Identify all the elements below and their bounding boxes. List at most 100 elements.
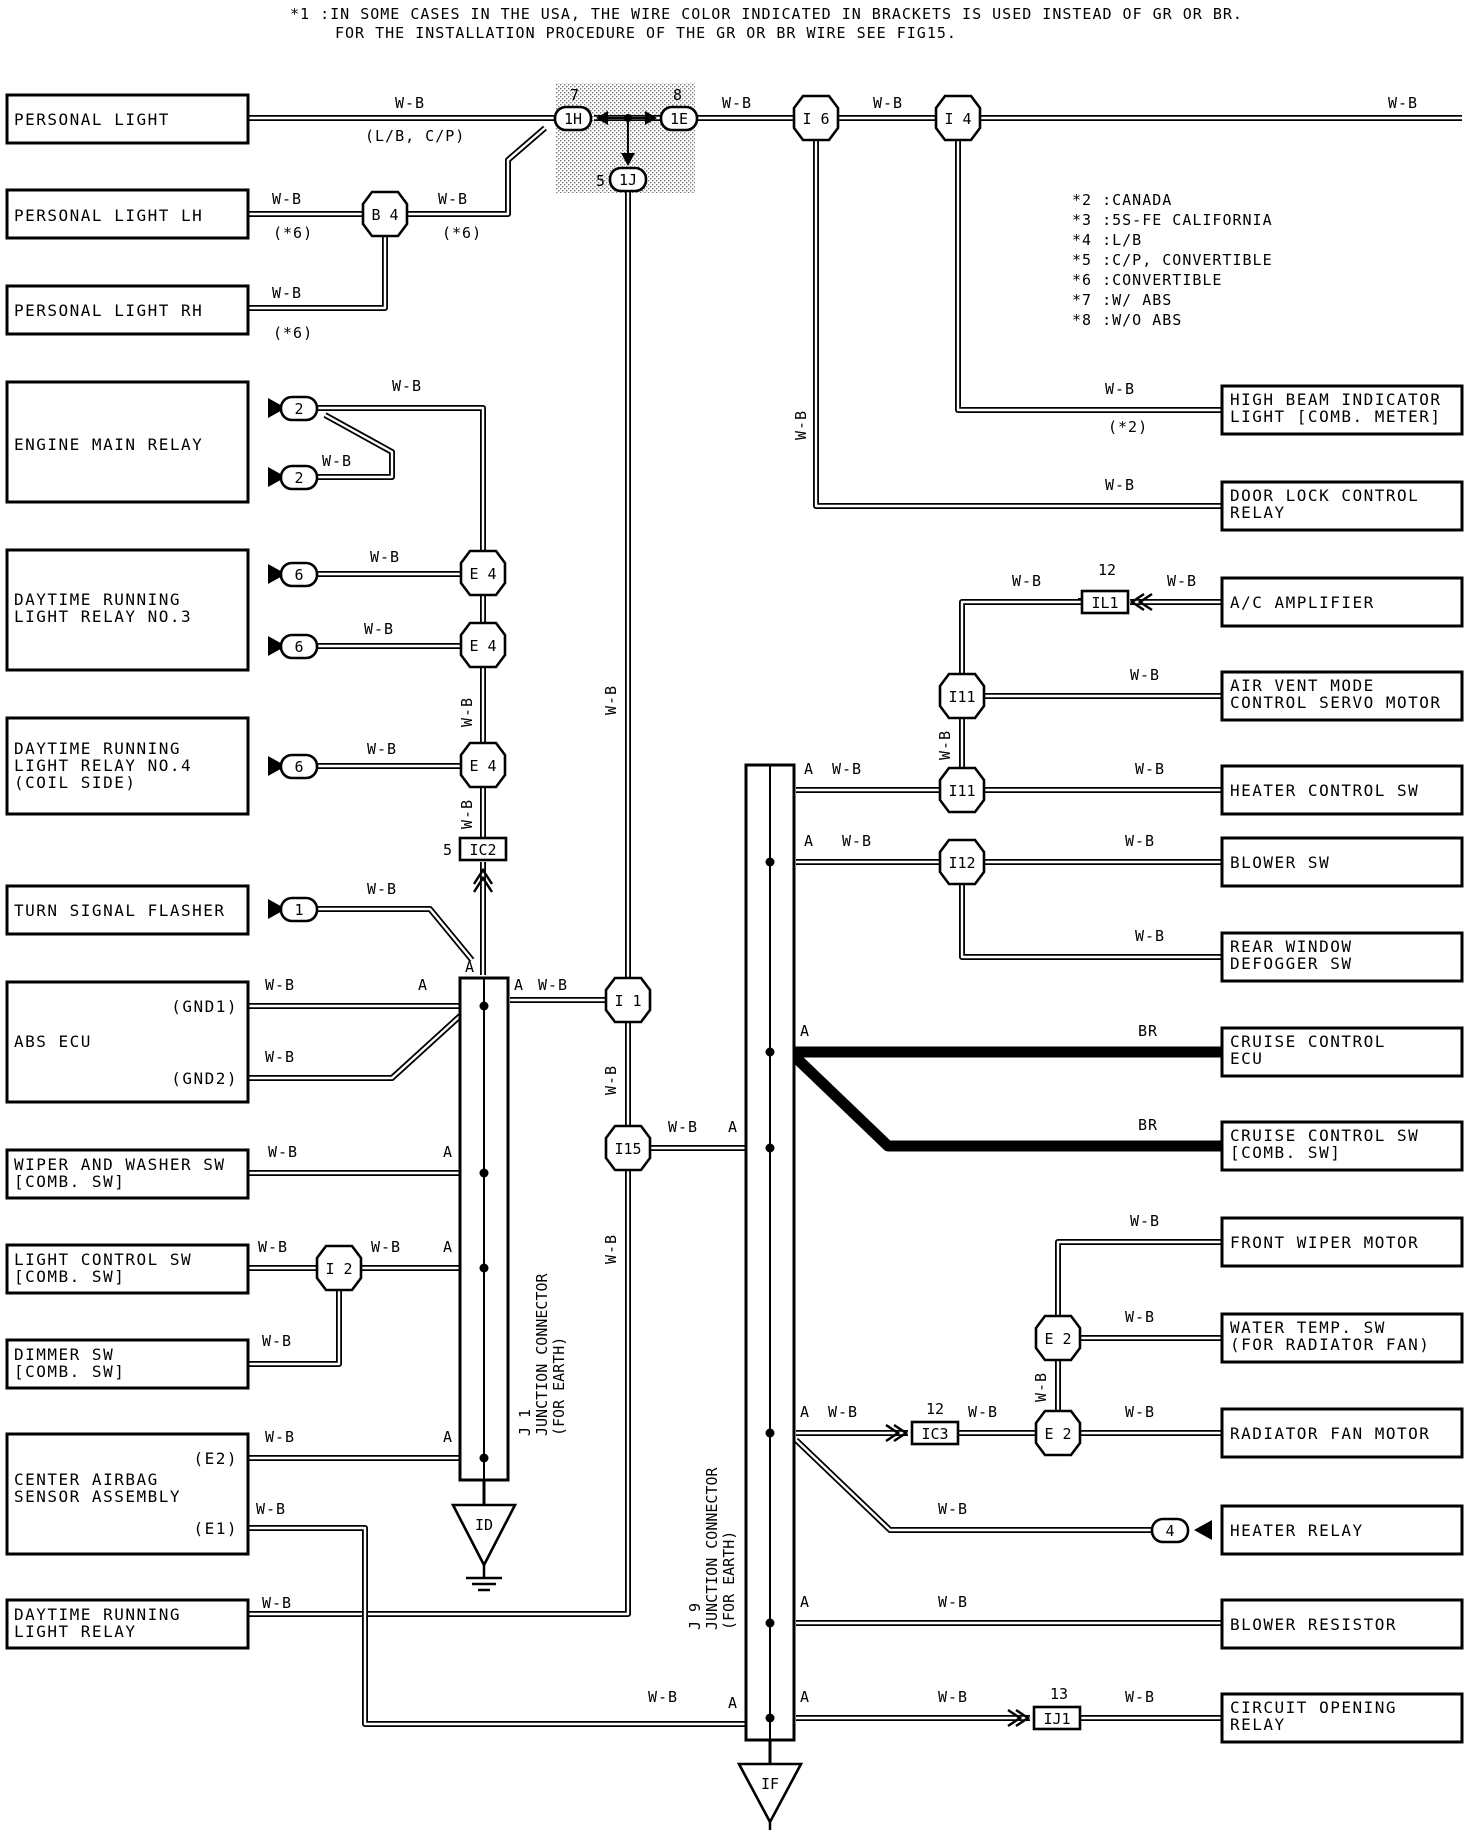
cruise-sw-line2: [COMB. SW] xyxy=(1230,1143,1341,1162)
wire-label: W-B xyxy=(458,799,476,829)
heater-relay-box xyxy=(1220,1504,1464,1556)
wire-label: W-B xyxy=(1135,760,1165,778)
wire-label: W-B xyxy=(1105,380,1135,398)
pin-a: A xyxy=(800,1022,809,1040)
pin-num-12-ic3: 12 xyxy=(926,1400,944,1418)
inline-connectors xyxy=(268,395,1212,1544)
vertical-wire-labels: W-B W-B W-B W-B W-B W-B W-B W-B xyxy=(458,410,1050,1402)
splice-i4-shape xyxy=(934,94,982,142)
water-temp-box xyxy=(1220,1312,1464,1364)
wire-label: W-B xyxy=(1032,1372,1050,1402)
drl-relay-3-line2: LIGHT RELAY NO.3 xyxy=(14,607,192,626)
engine-main-relay-label: ENGINE MAIN RELAY xyxy=(14,435,203,454)
abs-ecu-box xyxy=(5,980,250,1104)
splice-i2-label: I 2 xyxy=(325,1260,352,1278)
splice-e4-c-label: E 4 xyxy=(469,757,496,775)
connector-ij1-label: IJ1 xyxy=(1043,1710,1070,1728)
octagons xyxy=(315,94,1082,1457)
connector-1j-label: 1J xyxy=(619,171,637,189)
wire-label: W-B xyxy=(256,1500,286,1518)
heater-relay-label: HEATER RELAY xyxy=(1230,1521,1364,1540)
wire-label: W-B xyxy=(538,976,568,994)
light-control-sw-box xyxy=(5,1243,250,1295)
light-control-sw-line2: [COMB. SW] xyxy=(14,1267,125,1286)
wire-label: W-B xyxy=(1105,476,1135,494)
blower-resistor-box xyxy=(1220,1598,1464,1650)
wire-label: W-B xyxy=(722,94,752,112)
connector-1-turn xyxy=(279,896,319,923)
connector-ic3 xyxy=(910,1420,960,1446)
wire-label: W-B xyxy=(268,1143,298,1161)
wire-label: W-B xyxy=(602,685,620,715)
splice-e2-a-shape xyxy=(1034,1314,1082,1362)
connector-6-b-label: 6 xyxy=(294,638,303,656)
wire-label: W-B xyxy=(792,410,810,440)
cruise-ecu-line1: CRUISE CONTROL xyxy=(1230,1032,1386,1051)
connector-il1 xyxy=(1080,589,1130,615)
splice-i2-shape xyxy=(315,1244,363,1292)
heater-control-label: HEATER CONTROL SW xyxy=(1230,781,1419,800)
drl-relay-4-line1: DAYTIME RUNNING xyxy=(14,739,181,758)
air-vent-box xyxy=(1220,670,1464,722)
personal-light-rh-label: PERSONAL LIGHT RH xyxy=(14,301,203,320)
connector-6-a-label: 6 xyxy=(294,566,303,584)
connector-2-b-label: 2 xyxy=(294,469,303,487)
wire-label: W-B xyxy=(938,1593,968,1611)
wire-label: (*6) xyxy=(273,224,313,242)
wire-label: W-B xyxy=(668,1118,698,1136)
ground-id xyxy=(450,1480,518,1592)
splice-i12-shape xyxy=(938,838,986,886)
ac-amplifier-label: A/C AMPLIFIER xyxy=(1230,593,1375,612)
wire-label: W-B xyxy=(968,1403,998,1421)
drl-relay-line1: DAYTIME RUNNING xyxy=(14,1605,181,1624)
blower-sw-label: BLOWER SW xyxy=(1230,853,1330,872)
wire-label: W-B xyxy=(602,1065,620,1095)
pin-a: A xyxy=(728,1694,737,1712)
wire-label: W-B xyxy=(873,94,903,112)
note-line-2: FOR THE INSTALLATION PROCEDURE OF THE GR… xyxy=(335,24,957,42)
wire-label: W-B xyxy=(832,760,862,778)
rear-defogger-line2: DEFOGGER SW xyxy=(1230,954,1352,973)
air-vent-line1: AIR VENT MODE xyxy=(1230,676,1375,695)
airbag-e1-label: (E1) xyxy=(193,1519,238,1538)
pin-a-labels: A A A A A A A A A A A A A A xyxy=(418,760,813,1712)
connector-6-a xyxy=(279,561,319,588)
pin-a: A xyxy=(443,1428,452,1446)
wire-label: W-B xyxy=(1125,832,1155,850)
connector-4-heater-label: 4 xyxy=(1165,1522,1174,1540)
splice-i12-label: I12 xyxy=(948,854,975,872)
pin-a: A xyxy=(728,1118,737,1136)
wire-label: W-B xyxy=(602,1234,620,1264)
wire-label: W-B xyxy=(367,740,397,758)
wire-label: W-B xyxy=(828,1403,858,1421)
rect-connectors xyxy=(458,589,1153,1731)
junction-block-arrows xyxy=(596,111,657,166)
wire-label: W-B xyxy=(1135,927,1165,945)
legend-item-7: *8 :W/O ABS xyxy=(1072,311,1182,329)
wire-label: W-B xyxy=(938,1500,968,1518)
wire-label: (L/B, C/P) xyxy=(365,127,465,145)
drl-relay-line2: LIGHT RELAY xyxy=(14,1622,136,1641)
wire-label: (*2) xyxy=(1108,418,1148,436)
splice-i1-shape xyxy=(604,976,652,1024)
drl-relay-box xyxy=(5,1598,250,1650)
pin-num-8: 8 xyxy=(673,86,682,104)
door-lock-line1: DOOR LOCK CONTROL xyxy=(1230,486,1419,505)
turn-signal-flasher-label: TURN SIGNAL FLASHER xyxy=(14,901,226,920)
wire-labels: W-B (L/B, C/P) W-B W-B W-B W-B (*6) W-B … xyxy=(256,94,1418,1706)
wire-label: W-B xyxy=(367,880,397,898)
pin-a: A xyxy=(800,1688,809,1706)
wire-label: W-B xyxy=(1388,94,1418,112)
ground-id-label: ID xyxy=(475,1516,493,1534)
radiator-fan-label: RADIATOR FAN MOTOR xyxy=(1230,1424,1430,1443)
connector-6-b xyxy=(279,633,319,660)
splice-i4-label: I 4 xyxy=(944,110,971,128)
splice-i11-a-shape xyxy=(938,672,986,720)
water-temp-line2: (FOR RADIATOR FAN) xyxy=(1230,1335,1430,1354)
engine-main-relay-box xyxy=(5,380,250,504)
pin-a: A xyxy=(443,1143,452,1161)
wire-label: W-B xyxy=(458,697,476,727)
pin-num-5-1j: 5 xyxy=(596,172,605,190)
j1-caption: J 1 JUNCTION CONNECTOR (FOR EARTH) xyxy=(516,1272,568,1436)
